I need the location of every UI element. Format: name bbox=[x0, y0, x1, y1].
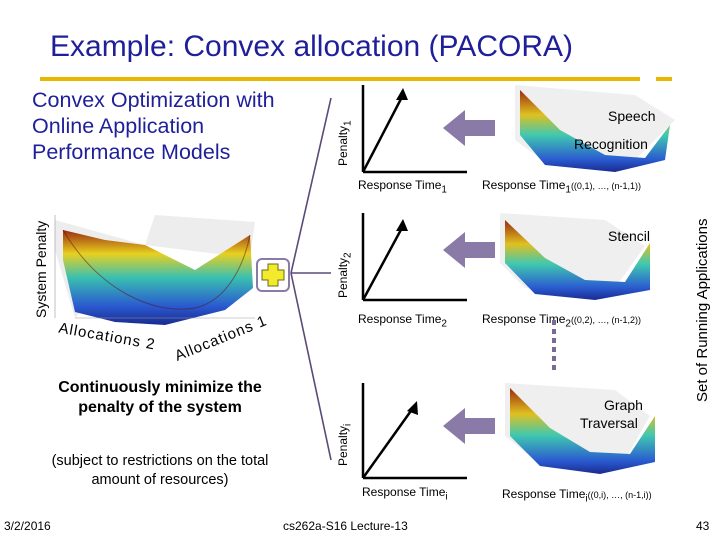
section-heading: Convex Optimization with Online Applicat… bbox=[32, 88, 275, 164]
left-arrow-icon bbox=[443, 408, 495, 444]
app-1-graphics bbox=[361, 85, 675, 174]
app-i-name-line-2: Traversal bbox=[580, 415, 638, 431]
app-2-name: Stencil bbox=[608, 228, 651, 244]
left-arrow-icon bbox=[443, 110, 495, 146]
surface-mesh bbox=[63, 230, 253, 325]
ellipsis-divider bbox=[552, 320, 556, 372]
response-time-i-function: Response Timei((0,i), …, (n-1,i)) bbox=[502, 487, 652, 505]
app-i-graphics bbox=[361, 383, 655, 480]
response-time-1-function: Response Time1((0,1), …, (n-1,1)) bbox=[482, 178, 641, 196]
app-2-graphics bbox=[361, 213, 650, 302]
penalty-i-axis-label: Penaltyi bbox=[336, 423, 354, 466]
penalty-1-axis-label: Penalty1 bbox=[336, 120, 354, 166]
title-underline-gap bbox=[640, 77, 656, 81]
app-i-name-line-1: Graph bbox=[604, 397, 643, 413]
response-time-1-axis-label: Response Time1 bbox=[358, 178, 447, 196]
resource-restriction-note: (subject to restrictions on the total am… bbox=[51, 453, 269, 488]
app-1-name-line-2: Recognition bbox=[574, 136, 648, 152]
title-underline bbox=[40, 77, 672, 81]
response-time-2-axis-label: Response Time2 bbox=[358, 312, 447, 330]
set-of-running-applications-label: Set of Running Applications bbox=[694, 218, 711, 402]
system-penalty-surface-plot bbox=[54, 215, 255, 325]
course-label: cs262a-S16 Lecture-13 bbox=[283, 519, 408, 533]
response-time-2-function: Response Time2((0,2), …, (n-1,2)) bbox=[482, 312, 641, 330]
optimizer-node-icon bbox=[256, 258, 290, 292]
connector-lines bbox=[290, 97, 332, 461]
slide-date: 3/2/2016 bbox=[4, 519, 51, 533]
left-arrow-icon bbox=[443, 232, 495, 268]
penalty-2-axis-label: Penalty2 bbox=[336, 252, 354, 298]
system-penalty-axis-label: System Penalty bbox=[33, 220, 49, 318]
page-number: 43 bbox=[696, 519, 710, 533]
slide-title: Example: Convex allocation (PACORA) bbox=[50, 30, 573, 63]
app-1-name-line-1: Speech bbox=[608, 108, 656, 124]
continuously-minimize-text: Continuously minimize the penalty of the… bbox=[58, 379, 262, 416]
response-time-i-axis-label: Response Timei bbox=[362, 485, 448, 503]
